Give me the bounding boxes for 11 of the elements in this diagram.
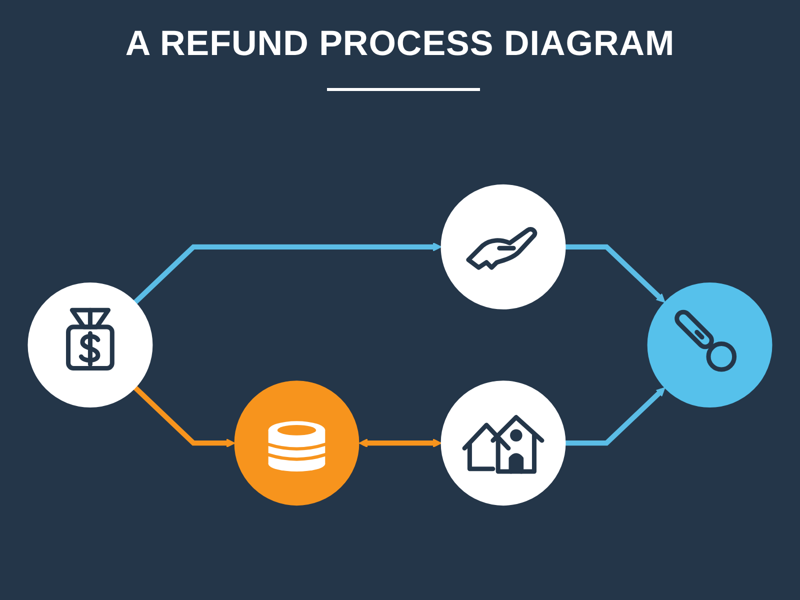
step-circle [28,282,153,408]
arrow [133,242,442,304]
step-circle [647,282,772,408]
step-circle [440,380,566,506]
step-circle [440,184,566,310]
arrow [565,244,666,303]
arrow [358,438,442,448]
arrow [565,387,666,446]
arrow [133,386,236,448]
diagram-title: A REFUND PROCESS DIAGRAM [125,24,675,64]
step-circle [234,380,360,506]
